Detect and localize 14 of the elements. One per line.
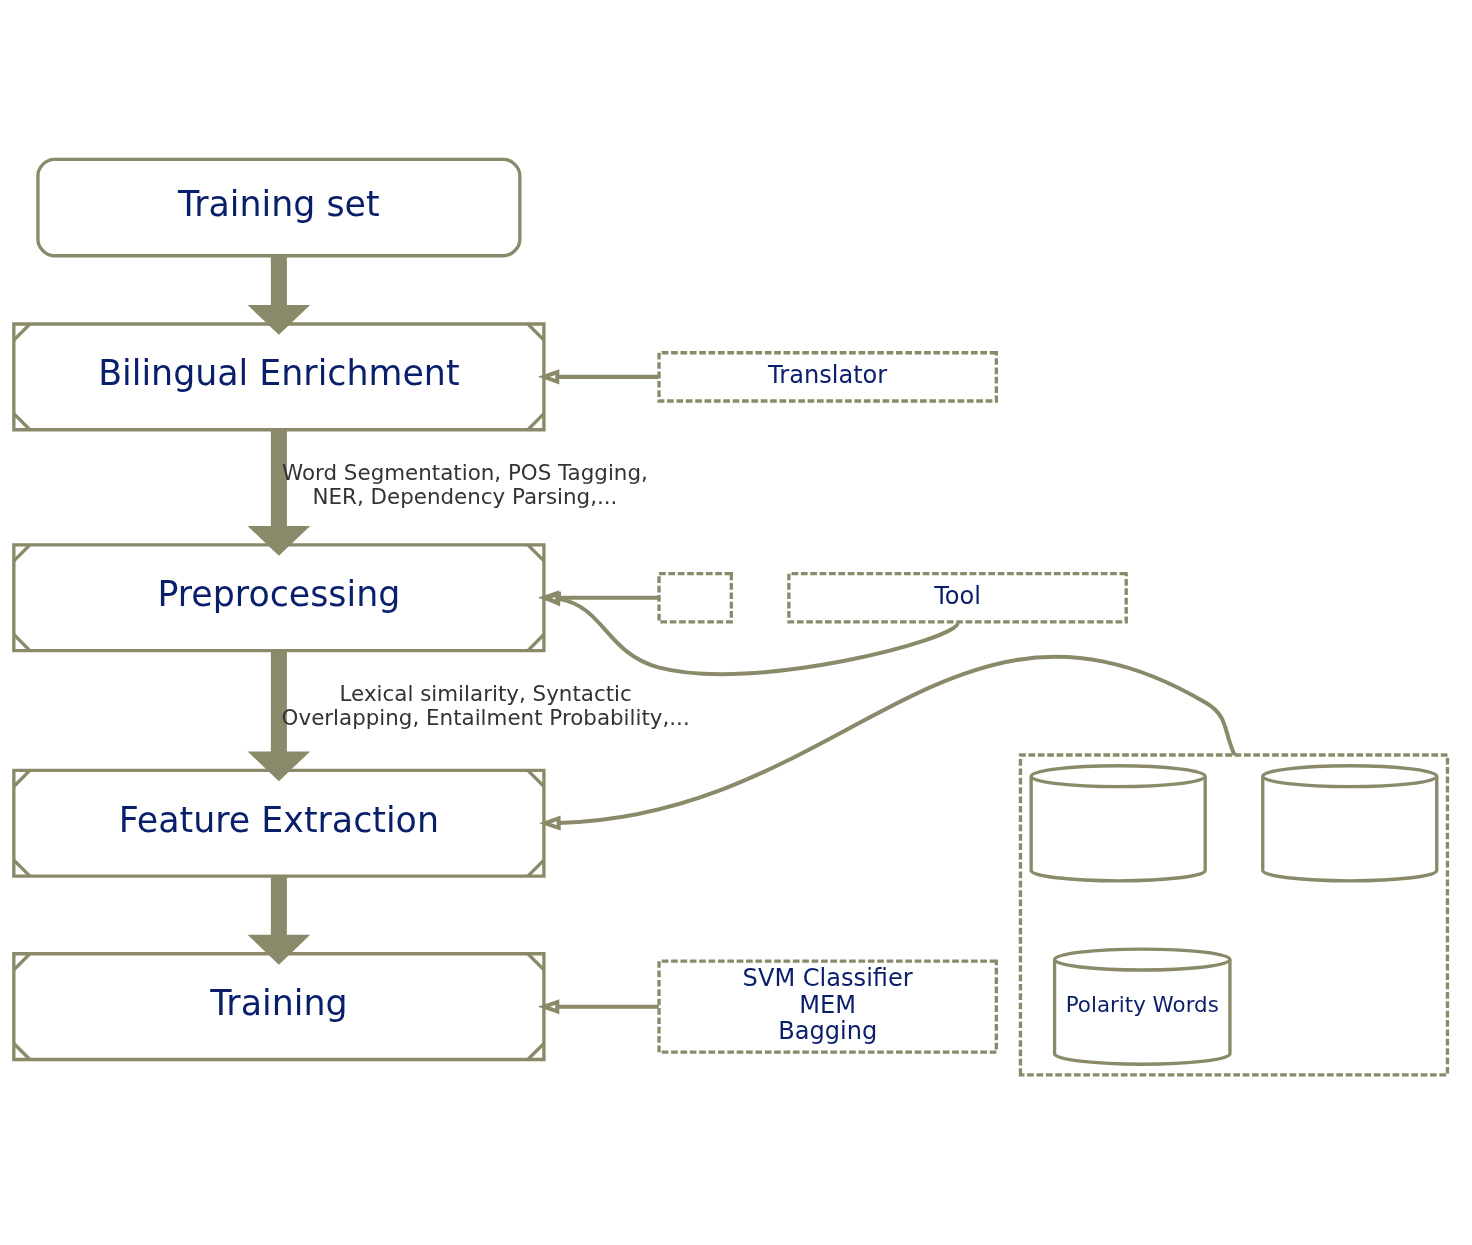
arrow [537,999,659,1015]
node-box [657,571,733,624]
arrow [537,369,659,385]
arrow [247,255,311,335]
arrow [537,590,659,606]
node-box: SVM Classifier MEM Bagging [657,959,999,1054]
arrow [539,655,1237,831]
arrow [247,650,311,782]
node-box: Tool [787,571,1128,624]
arrow [539,591,960,677]
node-box: Translator [657,351,999,403]
node-box: Training set [36,157,522,258]
arrow [247,876,311,965]
cluster [1018,753,1450,1077]
